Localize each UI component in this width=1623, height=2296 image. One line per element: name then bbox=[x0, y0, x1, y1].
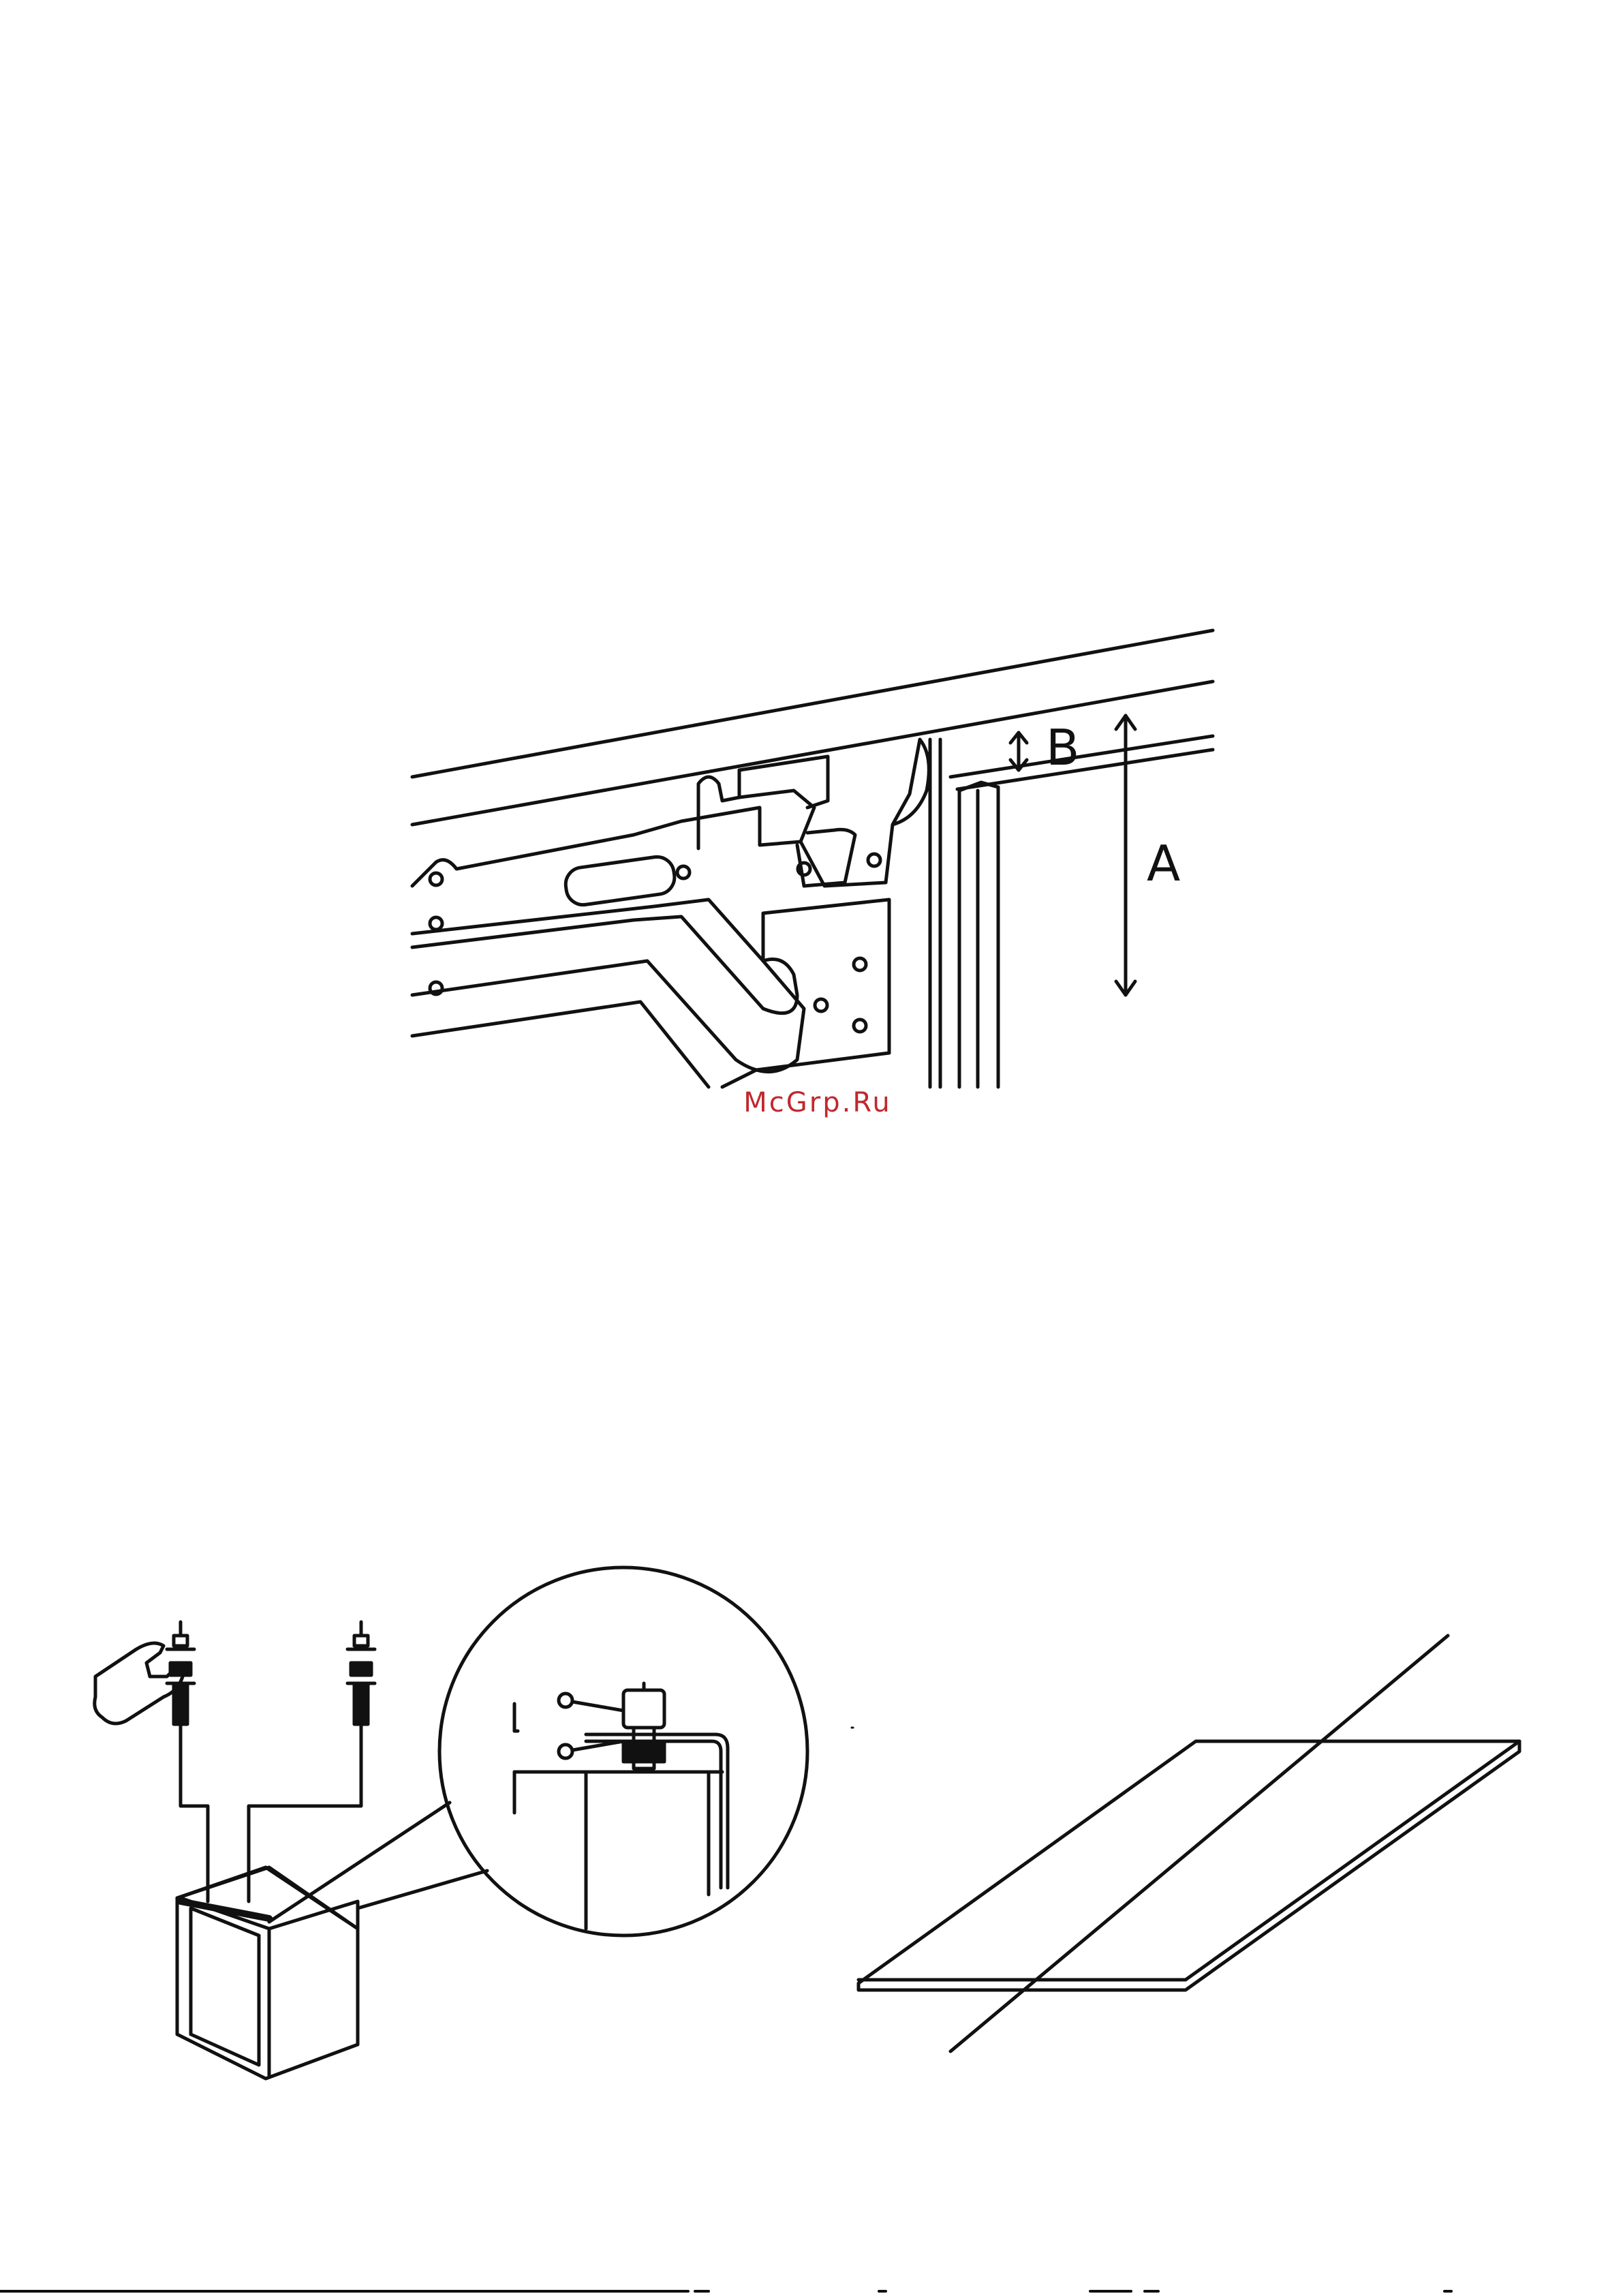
dimension-a-arrow bbox=[1116, 716, 1135, 995]
leader-line bbox=[249, 1724, 361, 1901]
hinge-hook bbox=[797, 829, 855, 886]
watermark-text: McGrp.Ru bbox=[681, 1087, 954, 1118]
hinge-plate-slot bbox=[412, 900, 889, 1087]
screw-hole bbox=[430, 873, 442, 885]
dimension-b-arrow bbox=[1010, 733, 1027, 770]
dimension-a-label: A bbox=[1147, 835, 1180, 892]
panel-board-figure bbox=[852, 1636, 1519, 2051]
diagonal-line bbox=[950, 1636, 1448, 2051]
hinge-detail-figure bbox=[412, 630, 1213, 1087]
fixing-figure bbox=[95, 1567, 807, 2079]
screw-hole bbox=[868, 854, 880, 866]
screw-hole bbox=[677, 866, 690, 878]
dimension-b-label: B bbox=[1046, 719, 1079, 776]
bolt-icon bbox=[167, 1622, 194, 1724]
bolt-icon bbox=[347, 1622, 375, 1724]
oval-slot bbox=[563, 855, 677, 907]
screw-hole bbox=[815, 999, 827, 1011]
hinge-plate-edge bbox=[412, 1002, 709, 1087]
appliance-door-panel bbox=[191, 1908, 259, 2065]
screw-hole bbox=[854, 1020, 866, 1032]
magnified-detail bbox=[514, 1683, 728, 1929]
hinge-bracket-inner bbox=[739, 791, 814, 842]
panel-board bbox=[859, 1741, 1519, 1990]
leader-line bbox=[181, 1724, 208, 1901]
hinge-plate-lower bbox=[412, 900, 797, 1013]
screw-hole bbox=[430, 917, 442, 930]
zoom-line bbox=[358, 1871, 487, 1908]
panel-edge bbox=[1186, 1741, 1519, 1980]
screw-hole bbox=[854, 958, 866, 970]
